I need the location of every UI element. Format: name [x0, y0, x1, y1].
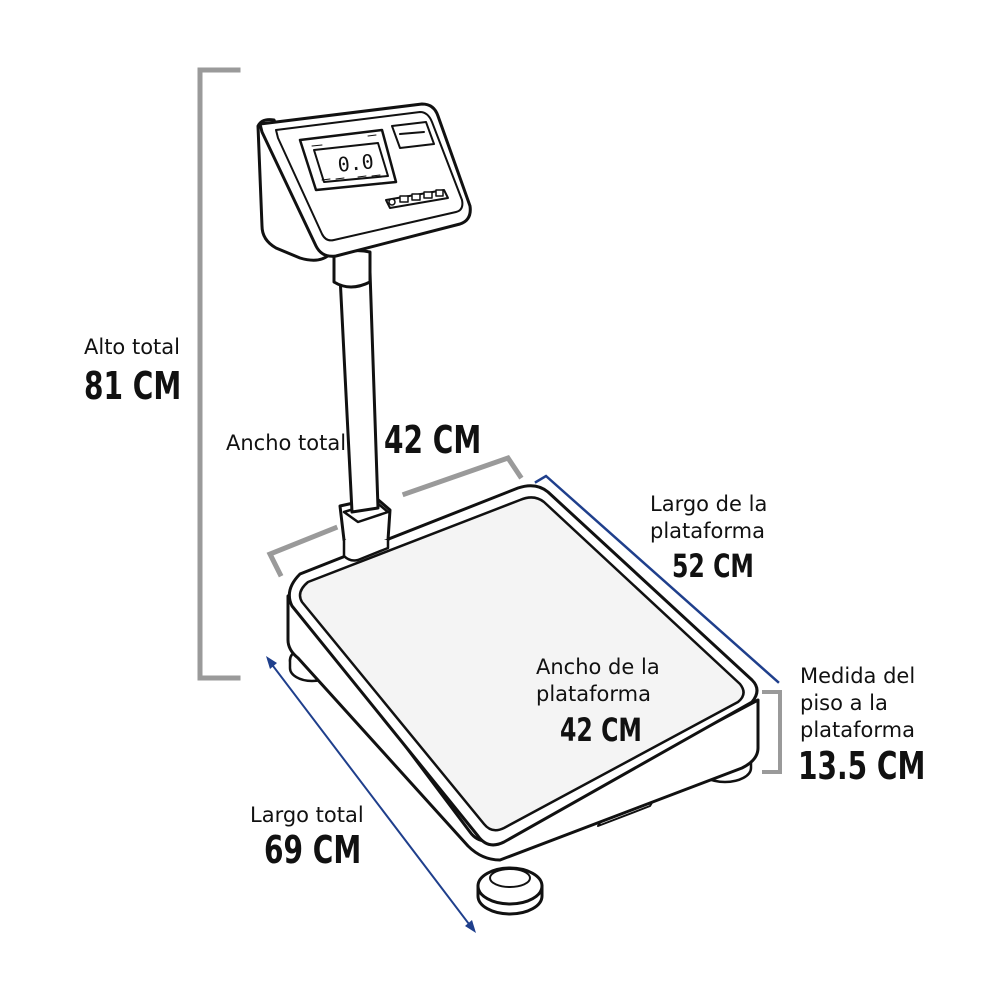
- piso-plataforma-label-line1: Medida del: [800, 664, 916, 688]
- largo-plataforma-label-line2: plataforma: [650, 519, 765, 543]
- ancho-total-bracket-right: [401, 455, 524, 498]
- logo-plate: [391, 121, 435, 149]
- piso-plataforma-label-line3: plataforma: [800, 718, 915, 742]
- largo-plataforma-label-line1: Largo de la: [650, 492, 768, 516]
- lcd-reading: 0.0: [336, 149, 374, 177]
- largo-total-arrowhead-bottom: [465, 920, 476, 933]
- ancho-total-bracket: [266, 524, 339, 578]
- front-foot: [476, 866, 544, 916]
- largo-total-label: Largo total: [250, 803, 364, 827]
- largo-total-value: 69 CM: [264, 828, 362, 872]
- lcd-annotations: [311, 134, 381, 181]
- ancho-total-label: Ancho total: [226, 431, 347, 455]
- platform-scale: [256, 102, 760, 916]
- largo-plataforma-value: 52 CM: [672, 547, 754, 585]
- ancho-plataforma-label-line2: plataforma: [536, 682, 651, 706]
- alto-total-value: 81 CM: [84, 364, 182, 408]
- ancho-plataforma-value: 42 CM: [560, 711, 642, 749]
- largo-total-arrowhead-top: [266, 656, 277, 669]
- largo-total-line: [268, 660, 474, 930]
- largo-plataforma-line: [534, 474, 780, 684]
- platform-top: [298, 496, 745, 832]
- alto-total-label: Alto total: [84, 335, 180, 359]
- ancho-plataforma-label-line1: Ancho de la: [536, 655, 660, 679]
- piso-plataforma-label-line2: piso a la: [800, 691, 888, 715]
- keypad: [385, 189, 449, 209]
- alto-total-bracket: [197, 67, 241, 681]
- piso-plataforma-bracket: [762, 690, 782, 774]
- column-pole: [338, 270, 380, 514]
- piso-plataforma-value: 13.5 CM: [798, 744, 926, 788]
- lcd-screen: [313, 142, 389, 183]
- ancho-total-value: 42 CM: [384, 418, 482, 462]
